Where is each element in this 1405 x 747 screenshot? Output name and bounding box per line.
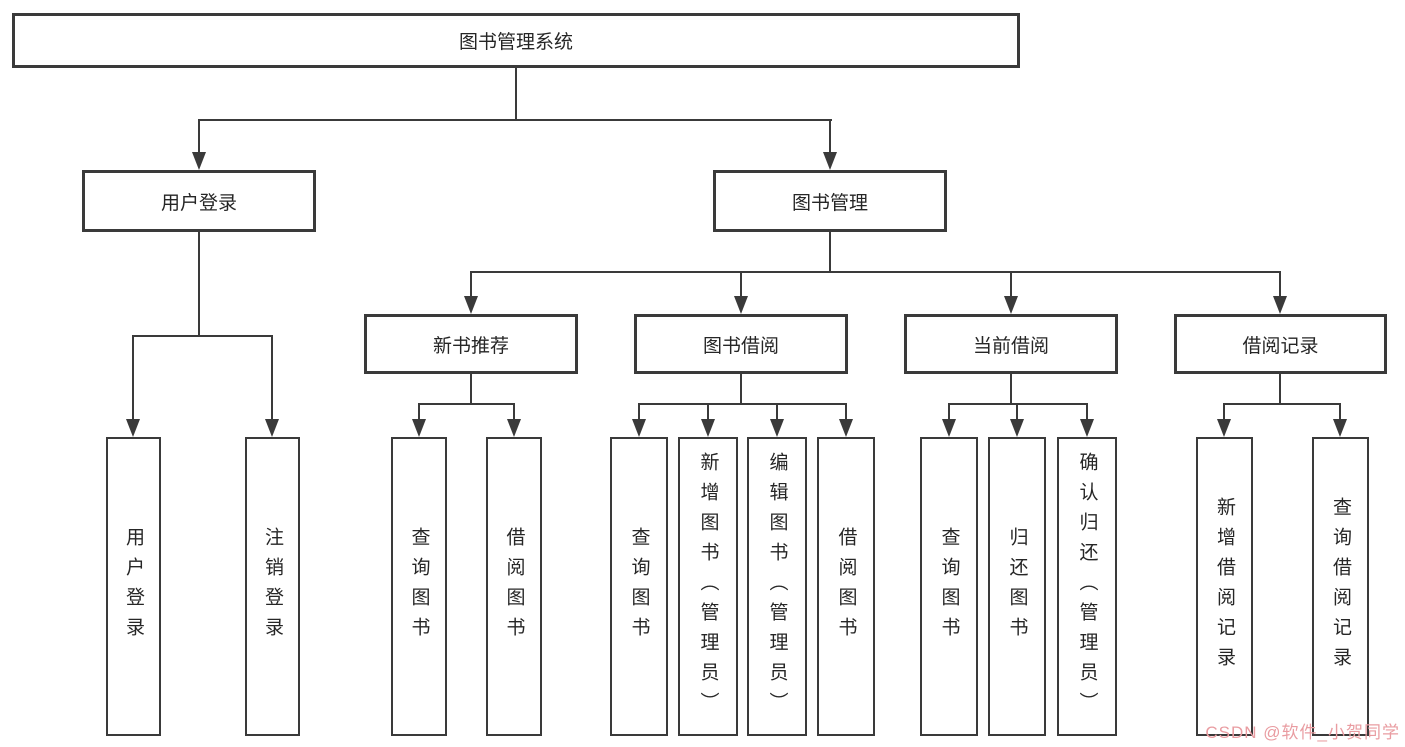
- leaf-borrow-book-recommend: 借阅图书: [486, 437, 542, 736]
- leaf-query-borrow-record: 查询借阅记录: [1312, 437, 1369, 736]
- leaf-query-book-current: 查询图书: [920, 437, 978, 736]
- node-user-login-label: 用户登录: [160, 192, 237, 214]
- arrow-down-icon: [1217, 419, 1231, 437]
- arrow-down-icon: [770, 419, 784, 437]
- node-user-login: 用户登录: [82, 170, 316, 232]
- connector-line: [470, 271, 1281, 273]
- leaf-logout-label: 注销登录: [262, 526, 283, 647]
- arrow-down-icon: [412, 419, 426, 437]
- connector-line: [638, 403, 847, 405]
- arrow-down-icon: [942, 419, 956, 437]
- connector-line: [740, 374, 742, 404]
- leaf-borrow-book-recommend-label: 借阅图书: [503, 526, 525, 647]
- arrow-down-icon: [464, 296, 478, 314]
- leaf-add-book-admin: 新增图书（管理员）: [678, 437, 738, 736]
- leaf-borrow-book-label: 借阅图书: [835, 526, 857, 647]
- leaf-query-book-current-label: 查询图书: [938, 526, 960, 647]
- node-book-borrow-label: 图书借阅: [702, 335, 779, 357]
- leaf-borrow-book: 借阅图书: [817, 437, 875, 736]
- leaf-query-book-borrow-label: 查询图书: [628, 526, 650, 647]
- node-borrow-record: 借阅记录: [1174, 314, 1387, 374]
- connector-line: [845, 403, 847, 423]
- connector-line: [271, 335, 273, 421]
- arrow-down-icon: [1273, 296, 1287, 314]
- arrow-down-icon: [126, 419, 140, 437]
- leaf-query-book-recommend: 查询图书: [391, 437, 447, 736]
- leaf-return-book: 归还图书: [988, 437, 1046, 736]
- arrow-down-icon: [507, 419, 521, 437]
- node-new-book-recommend-label: 新书推荐: [432, 335, 509, 357]
- connector-line: [948, 403, 950, 423]
- connector-line: [1279, 271, 1281, 299]
- node-current-borrow: 当前借阅: [904, 314, 1118, 374]
- connector-line: [1223, 403, 1341, 405]
- node-root-label: 图书管理系统: [458, 32, 573, 53]
- leaf-query-book-borrow: 查询图书: [610, 437, 668, 736]
- leaf-edit-book-admin: 编辑图书（管理员）: [747, 437, 807, 736]
- connector-line: [707, 403, 709, 423]
- connector-line: [198, 119, 832, 121]
- connector-line: [198, 232, 200, 336]
- arrow-down-icon: [839, 419, 853, 437]
- connector-line: [1086, 403, 1088, 423]
- connector-line: [1016, 403, 1018, 423]
- node-root-system: 图书管理系统: [12, 13, 1020, 68]
- arrow-down-icon: [823, 152, 837, 170]
- leaf-add-borrow-record-label: 新增借阅记录: [1214, 496, 1235, 677]
- leaf-user-login-label: 用户登录: [123, 526, 144, 647]
- connector-line: [948, 403, 1088, 405]
- arrow-down-icon: [265, 419, 279, 437]
- arrow-down-icon: [192, 152, 206, 170]
- connector-line: [1010, 271, 1012, 299]
- leaf-edit-book-admin-label: 编辑图书（管理员）: [766, 451, 788, 722]
- connector-line: [513, 403, 515, 423]
- node-borrow-record-label: 借阅记录: [1242, 335, 1319, 357]
- leaf-query-book-recommend-label: 查询图书: [408, 526, 430, 647]
- leaf-confirm-return-admin-label: 确认归还（管理员）: [1076, 451, 1098, 722]
- connector-line: [470, 271, 472, 299]
- leaf-query-borrow-record-label: 查询借阅记录: [1330, 496, 1351, 677]
- arrow-down-icon: [1010, 419, 1024, 437]
- node-book-management-label: 图书管理: [791, 192, 868, 214]
- leaf-user-login: 用户登录: [106, 437, 161, 736]
- leaf-add-book-admin-label: 新增图书（管理员）: [697, 451, 719, 722]
- connector-line: [418, 403, 420, 423]
- connector-line: [470, 374, 472, 404]
- node-book-management: 图书管理: [713, 170, 947, 232]
- connector-line: [829, 232, 831, 272]
- leaf-return-book-label: 归还图书: [1006, 526, 1028, 647]
- connector-line: [776, 403, 778, 423]
- connector-line: [829, 119, 831, 154]
- arrow-down-icon: [1333, 419, 1347, 437]
- arrow-down-icon: [632, 419, 646, 437]
- connector-line: [1223, 403, 1225, 423]
- connector-line: [638, 403, 640, 423]
- leaf-logout: 注销登录: [245, 437, 300, 736]
- arrow-down-icon: [1080, 419, 1094, 437]
- connector-line: [132, 335, 134, 421]
- arrow-down-icon: [701, 419, 715, 437]
- connector-line: [198, 119, 200, 154]
- arrow-down-icon: [1004, 296, 1018, 314]
- node-book-borrow: 图书借阅: [634, 314, 848, 374]
- connector-line: [418, 403, 515, 405]
- leaf-confirm-return-admin: 确认归还（管理员）: [1057, 437, 1117, 736]
- connector-line: [740, 271, 742, 299]
- connector-line: [1279, 374, 1281, 404]
- watermark: CSDN @软件_小贺同学: [1205, 723, 1400, 742]
- node-new-book-recommend: 新书推荐: [364, 314, 578, 374]
- node-current-borrow-label: 当前借阅: [972, 335, 1049, 357]
- leaf-add-borrow-record: 新增借阅记录: [1196, 437, 1253, 736]
- connector-line: [515, 68, 517, 120]
- connector-line: [1339, 403, 1341, 423]
- arrow-down-icon: [734, 296, 748, 314]
- connector-line: [1010, 374, 1012, 404]
- connector-line: [132, 335, 273, 337]
